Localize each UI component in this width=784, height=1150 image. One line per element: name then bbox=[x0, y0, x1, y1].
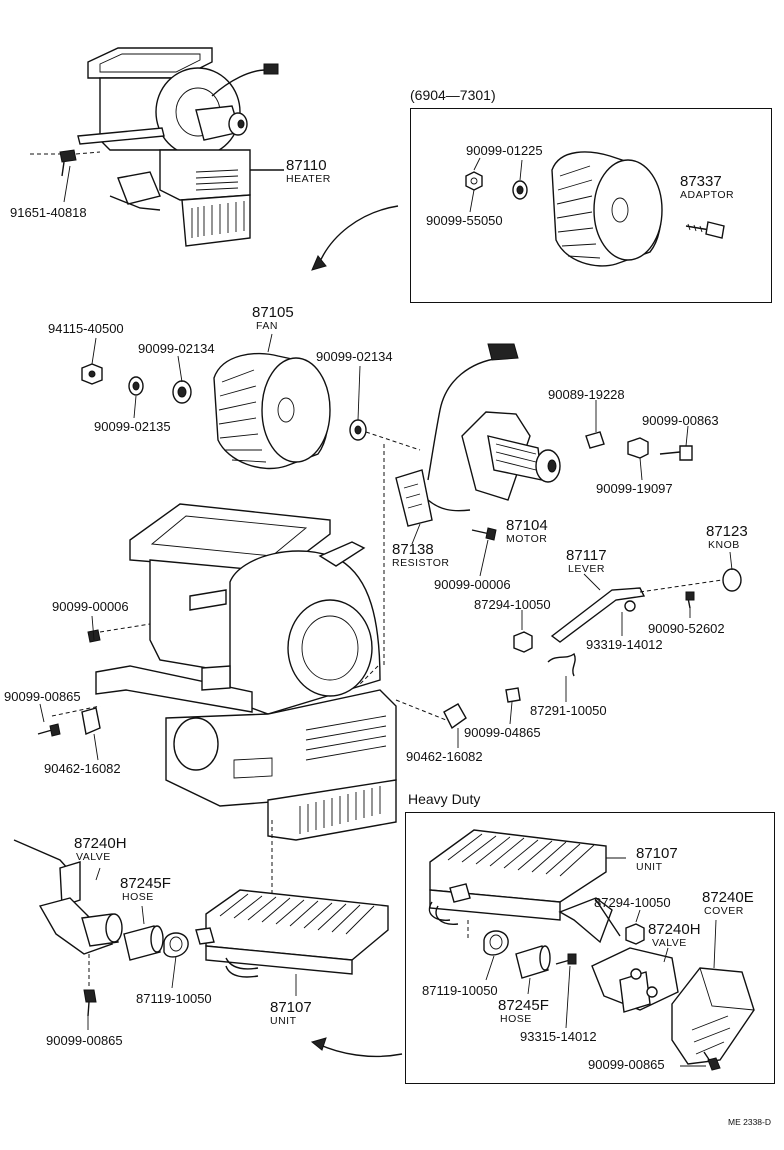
part-number-87294-10050-b: 87294-10050 bbox=[594, 895, 671, 910]
part-number-90099-01225: 90099-01225 bbox=[466, 143, 543, 158]
part-number-90099-02134-a: 90099-02134 bbox=[138, 341, 215, 356]
part-number-87123: 87123 bbox=[706, 523, 748, 540]
part-number-87240H-b: 87240H bbox=[648, 921, 701, 938]
part-name-adaptor: ADAPTOR bbox=[680, 189, 735, 201]
part-name-resistor: RESISTOR bbox=[392, 557, 450, 569]
part-number-90099-00865-b: 90099-00865 bbox=[46, 1033, 123, 1048]
part-name-fan: FAN bbox=[256, 320, 278, 332]
part-number-90099-00865-c: 90099-00865 bbox=[588, 1057, 665, 1072]
part-name-valve-b: VALVE bbox=[652, 937, 687, 949]
part-number-87240H-a: 87240H bbox=[74, 835, 127, 852]
part-name-hose-a: HOSE bbox=[122, 891, 154, 903]
diagram-code: ME 2338-D bbox=[728, 1117, 771, 1127]
part-number-90099-00865-a: 90099-00865 bbox=[4, 689, 81, 704]
part-name-motor: MOTOR bbox=[506, 533, 548, 545]
part-name-hose-b: HOSE bbox=[500, 1013, 532, 1025]
part-number-87294-10050-a: 87294-10050 bbox=[474, 597, 551, 612]
part-number-87138: 87138 bbox=[392, 541, 434, 558]
part-number-90089-19228: 90089-19228 bbox=[548, 387, 625, 402]
part-number-87240E: 87240E bbox=[702, 889, 754, 906]
part-number-90090-52602: 90090-52602 bbox=[648, 621, 725, 636]
part-number-90462-16082-a: 90462-16082 bbox=[44, 761, 121, 776]
part-number-87107-a: 87107 bbox=[270, 999, 312, 1016]
part-name-heater: HEATER bbox=[286, 173, 331, 185]
leader-lines bbox=[39, 157, 733, 1067]
part-number-87107-b: 87107 bbox=[636, 845, 678, 862]
lower-valve-unit-drawing bbox=[13, 839, 389, 1017]
heavy-duty-inset-drawing bbox=[428, 829, 755, 1071]
part-number-90099-04865: 90099-04865 bbox=[464, 725, 541, 740]
part-number-90099-02134-b: 90099-02134 bbox=[316, 349, 393, 364]
part-number-90099-55050: 90099-55050 bbox=[426, 213, 503, 228]
part-name-knob: KNOB bbox=[708, 539, 740, 551]
top-inset-frame bbox=[410, 108, 772, 303]
part-number-87245F-b: 87245F bbox=[498, 997, 549, 1014]
part-number-87104: 87104 bbox=[506, 517, 548, 534]
part-number-87119-10050-a: 87119-10050 bbox=[136, 991, 212, 1006]
part-number-90099-02135: 90099-02135 bbox=[94, 419, 171, 434]
part-number-87117: 87117 bbox=[566, 547, 607, 564]
lever-knob-drawing bbox=[505, 568, 742, 703]
part-number-87337: 87337 bbox=[680, 173, 722, 190]
part-name-valve-a: VALVE bbox=[76, 851, 111, 863]
top-inset-drawing bbox=[465, 151, 725, 267]
heavy-duty-inset-title: Heavy Duty bbox=[408, 791, 481, 807]
part-number-91651-40818: 91651-40818 bbox=[10, 205, 87, 220]
part-number-90099-00006-b: 90099-00006 bbox=[434, 577, 511, 592]
part-number-93315-14012: 93315-14012 bbox=[520, 1029, 597, 1044]
heavy-duty-inset-frame bbox=[405, 812, 775, 1084]
part-number-90099-00863: 90099-00863 bbox=[642, 413, 719, 428]
part-number-87245F-a: 87245F bbox=[120, 875, 171, 892]
part-number-93319-14012: 93319-14012 bbox=[586, 637, 663, 652]
heater-box-drawing bbox=[37, 503, 467, 896]
part-number-87291-10050: 87291-10050 bbox=[530, 703, 607, 718]
part-number-87119-10050-b: 87119-10050 bbox=[422, 983, 498, 998]
part-number-87110: 87110 bbox=[286, 157, 327, 174]
heater-assembly-drawing bbox=[30, 47, 284, 247]
top-inset-title: (6904—7301) bbox=[410, 87, 496, 103]
blower-parts-drawing bbox=[81, 343, 693, 666]
part-name-unit-b: UNIT bbox=[636, 861, 663, 873]
part-number-87105: 87105 bbox=[252, 304, 294, 321]
part-name-unit-a: UNIT bbox=[270, 1015, 297, 1027]
part-name-lever: LEVER bbox=[568, 563, 605, 575]
part-number-90462-16082-b: 90462-16082 bbox=[406, 749, 483, 764]
part-number-90099-00006-a: 90099-00006 bbox=[52, 599, 129, 614]
part-name-cover: COVER bbox=[704, 905, 744, 917]
part-number-94115-40500: 94115-40500 bbox=[48, 321, 124, 336]
part-number-90099-19097: 90099-19097 bbox=[596, 481, 673, 496]
